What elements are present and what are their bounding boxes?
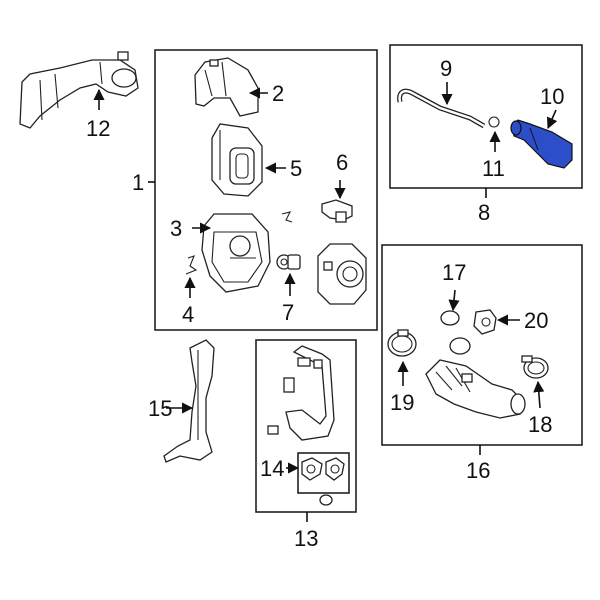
- callout-19: 19: [390, 390, 414, 415]
- part-5-air-filter-element[interactable]: [211, 123, 263, 197]
- part-6-mass-airflow-sensor[interactable]: [321, 199, 353, 223]
- part-11-o-ring[interactable]: [488, 116, 500, 128]
- part-15-bracket[interactable]: [163, 339, 215, 463]
- callout-14: 14: [260, 456, 284, 481]
- callout-17: 17: [442, 260, 466, 285]
- callout-16: 16: [466, 458, 490, 483]
- hose-ring: [449, 337, 471, 355]
- part-4-clamp[interactable]: [185, 255, 198, 275]
- callout-3: 3: [170, 216, 182, 241]
- group-box-13: [255, 339, 357, 513]
- callout-13: 13: [294, 526, 318, 551]
- part-20-connector[interactable]: [473, 309, 497, 335]
- part-9-vent-hose[interactable]: [397, 88, 486, 129]
- part-2-air-cleaner-cover[interactable]: [194, 57, 259, 117]
- part-3-air-cleaner-body[interactable]: [201, 213, 271, 293]
- callout-7: 7: [282, 300, 294, 325]
- part-12-air-inlet-duct[interactable]: [19, 51, 139, 129]
- part-10-highlighted-duct[interactable]: [510, 119, 573, 169]
- callout-6: 6: [336, 150, 348, 175]
- part-13-mounting-bracket[interactable]: [267, 345, 335, 441]
- part-18-hose-clamp[interactable]: [521, 355, 549, 379]
- callout-2: 2: [272, 81, 284, 106]
- part-17-hose-clamp[interactable]: [440, 310, 460, 326]
- group-box-1: [154, 49, 378, 331]
- part-16-intake-hose[interactable]: [425, 359, 526, 419]
- callout-1: 1: [132, 170, 144, 195]
- callout-8: 8: [478, 200, 490, 225]
- part-7-temperature-sensor[interactable]: [276, 254, 301, 270]
- part-19-hose-clamp[interactable]: [387, 329, 417, 357]
- callout-11: 11: [482, 156, 505, 181]
- callout-18: 18: [528, 412, 552, 437]
- callout-10: 10: [540, 84, 564, 109]
- grommet: [319, 494, 333, 506]
- part-14-insulator-mounts[interactable]: [301, 457, 345, 481]
- callout-5: 5: [290, 156, 302, 181]
- group-box-16: [381, 244, 583, 446]
- resonator-cover[interactable]: [317, 243, 367, 305]
- callout-12: 12: [86, 116, 110, 141]
- callout-9: 9: [440, 56, 452, 81]
- callout-15: 15: [148, 396, 172, 421]
- callout-4: 4: [182, 302, 194, 327]
- clip-icon: [281, 211, 293, 223]
- callout-20: 20: [524, 308, 548, 333]
